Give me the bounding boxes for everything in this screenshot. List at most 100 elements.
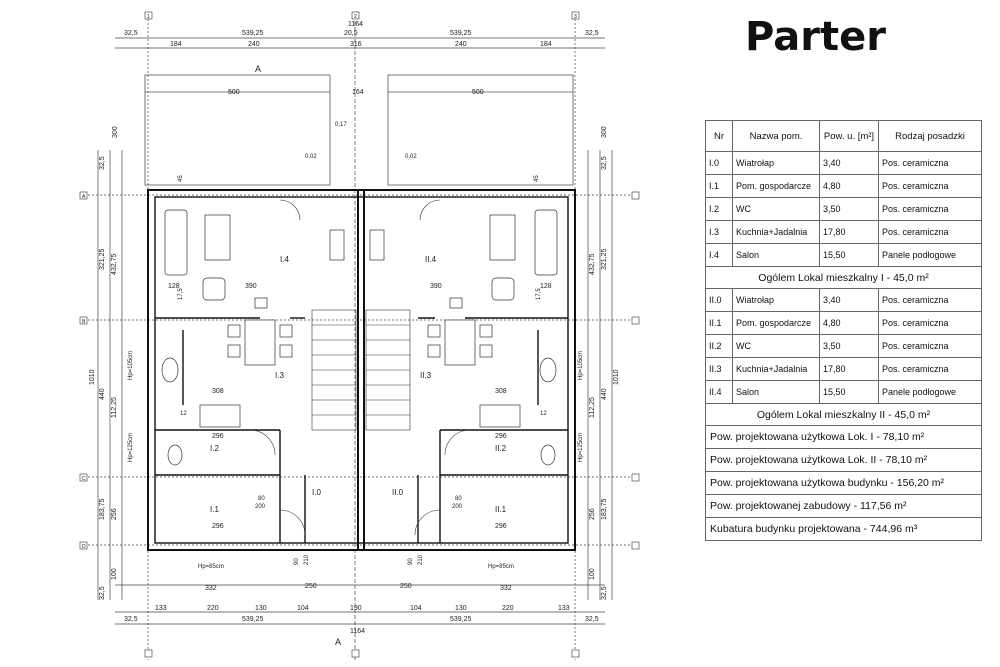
left-dim-1: 32,5 <box>99 156 106 170</box>
total-area-building: Pow. projektowana użytkowa budynku - 156… <box>705 471 982 495</box>
total-built-area: Pow. projektowanej zabudowy - 117,56 m² <box>705 494 982 518</box>
inner-dim-3: 296 <box>212 433 224 440</box>
table-row: II.0 Wiatrołap 3,40 Pos. ceramiczna <box>705 288 982 312</box>
right-dim-10: 32,5 <box>601 586 608 600</box>
entry-door-height-1: 210 <box>304 554 310 565</box>
wall-dim-12-left: 12 <box>180 411 187 417</box>
terrace-depth-left: 300 <box>112 126 119 138</box>
wall-dim-45-right: 45 <box>534 175 540 182</box>
total-row: Pow. projektowana użytkowa budynku - 156… <box>705 471 982 495</box>
total-row: Pow. projektowana użytkowa Lok. I - 78,1… <box>705 425 982 449</box>
cell-area: 17,80 <box>819 220 879 244</box>
bottom-dim-6: 104 <box>410 605 422 612</box>
inner-dim-5: 250 <box>305 583 317 590</box>
cell-area: 3,50 <box>819 334 879 358</box>
top-dim-2: 539,25 <box>242 30 264 37</box>
cell-nr: I.1 <box>705 174 733 198</box>
cell-area: 4,80 <box>819 311 879 335</box>
floor-plan-drawing: 32,5 539,25 20,5 539,25 32,5 1164 184 24… <box>79 11 640 660</box>
staircases <box>311 309 411 431</box>
cell-nr: II.4 <box>705 380 733 404</box>
bottom-dim-9: 133 <box>558 605 570 612</box>
entry-door-height-2: 210 <box>418 554 424 565</box>
left-dim-5: 440 <box>99 388 106 400</box>
cell-area: 3,40 <box>819 288 879 312</box>
inner-dim-10: 128 <box>540 283 552 290</box>
cell-nr: I.0 <box>705 151 733 175</box>
section-mark-bottom: A <box>335 637 341 647</box>
terrace-fall-right: 0,02 <box>405 154 417 160</box>
terrace-depth-right: 300 <box>601 126 608 138</box>
bottom-dim2-4: 32,5 <box>585 616 599 623</box>
header-name: Nazwa pom. <box>732 120 820 152</box>
cell-name: Kuchnia+Jadalnia <box>732 220 820 244</box>
cell-area: 17,80 <box>819 357 879 381</box>
grid-letter-d: D <box>82 544 86 550</box>
bottom-dim-7: 130 <box>455 605 467 612</box>
table-row: I.3 Kuchnia+Jadalnia 17,80 Pos. ceramicz… <box>705 220 982 244</box>
left-dim-10: 32,5 <box>99 586 106 600</box>
cell-name: WC <box>732 334 820 358</box>
right-dim-2: 321,25 <box>601 248 608 270</box>
entry-door-width-2: 90 <box>408 558 414 565</box>
right-dim-6: 112,25 <box>589 397 596 418</box>
right-dim-9: 100 <box>589 568 596 580</box>
total-volume: Kubatura budynku projektowana - 744,96 m… <box>705 517 982 541</box>
top-dim2-1: 184 <box>170 41 182 48</box>
cell-nr: I.4 <box>705 243 733 267</box>
bottom-dim2-1: 32,5 <box>124 616 138 623</box>
right-dim-3: 432,75 <box>589 253 596 275</box>
room-label-I0: I.0 <box>312 488 321 497</box>
table-row: I.0 Wiatrołap 3,40 Pos. ceramiczna <box>705 151 982 175</box>
building-walls <box>147 189 576 551</box>
top-dim-5: 32,5 <box>585 30 599 37</box>
room-label-I2: I.2 <box>210 444 219 453</box>
table-row: I.2 WC 3,50 Pos. ceramiczna <box>705 197 982 221</box>
summary-row: Ogólem Lokal mieszkalny I - 45,0 m² <box>705 266 982 289</box>
top-dim2-4: 240 <box>455 41 467 48</box>
cell-nr: I.3 <box>705 220 733 244</box>
left-dim-7: 183,75 <box>99 498 106 520</box>
terrace-width-left: 500 <box>228 89 240 96</box>
cell-floor: Pos. ceramiczna <box>878 174 982 198</box>
door-height-1: 200 <box>255 504 266 510</box>
cell-name: Pom. gospodarcze <box>732 311 820 335</box>
cell-area: 4,80 <box>819 174 879 198</box>
wall-dim-17-right: 17,5 <box>536 288 542 300</box>
section-mark-top: A <box>255 64 261 74</box>
bottom-dim-1: 133 <box>155 605 167 612</box>
table-header-row: Nr Nazwa pom. Pow. u. [m²] Rodzaj posadz… <box>705 120 982 152</box>
room-label-II4: II.4 <box>425 255 437 264</box>
bottom-dim2-3: 539,25 <box>450 616 472 623</box>
bottom-dim-3: 130 <box>255 605 267 612</box>
summary-unit-II: Ogólem Lokal mieszkalny II - 45,0 m² <box>705 403 982 426</box>
left-dim-2: 321,25 <box>99 248 106 270</box>
room-label-I1: I.1 <box>210 505 219 514</box>
room-label-II1: II.1 <box>495 505 507 514</box>
dimension-lines <box>80 15 640 660</box>
bottom-dim-8: 220 <box>502 605 514 612</box>
table-row: II.3 Kuchnia+Jadalnia 17,80 Pos. ceramic… <box>705 357 982 381</box>
grid-number-2: 2 <box>354 14 357 20</box>
cell-name: Salon <box>732 380 820 404</box>
summary-unit-I: Ogólem Lokal mieszkalny I - 45,0 m² <box>705 266 982 289</box>
right-dim-7: 183,75 <box>601 498 608 520</box>
sill-note-3: Hp=105cm <box>128 351 134 380</box>
cell-name: Wiatrołap <box>732 151 820 175</box>
total-area-unit-I: Pow. projektowana użytkowa Lok. I - 78,1… <box>705 425 982 449</box>
room-label-II3: II.3 <box>420 371 432 380</box>
top-dim-1: 32,5 <box>124 30 138 37</box>
cell-area: 15,50 <box>819 243 879 267</box>
wall-dim-12-right: 12 <box>540 411 547 417</box>
bottom-total-dim: 1164 <box>350 628 365 635</box>
bottom-dim-2: 220 <box>207 605 219 612</box>
cell-floor: Pos. ceramiczna <box>878 220 982 244</box>
table-row: II.1 Pom. gospodarcze 4,80 Pos. ceramicz… <box>705 311 982 335</box>
bottom-dim-4: 104 <box>297 605 309 612</box>
top-dim2-2: 240 <box>248 41 260 48</box>
sill-note-4: Hp=105cm <box>578 351 584 380</box>
left-dim-6: 112,25 <box>111 397 118 418</box>
cell-nr: II.1 <box>705 311 733 335</box>
header-area: Pow. u. [m²] <box>819 120 879 152</box>
cell-nr: II.0 <box>705 288 733 312</box>
